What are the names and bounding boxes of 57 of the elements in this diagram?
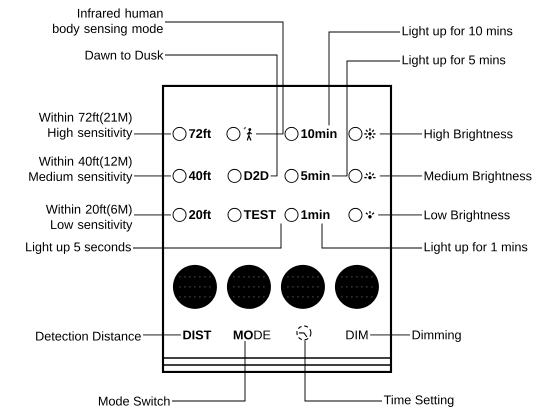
leader-line	[164, 54, 278, 176]
annotation: Infrared human body sensing mode	[52, 8, 163, 36]
button-label: DIST	[183, 330, 212, 340]
indicator-label: 20ft	[172, 208, 211, 222]
leader-line	[304, 340, 382, 402]
annotation: Mode Switch	[98, 396, 170, 406]
brightness-indicator	[368, 132, 372, 136]
leader-line	[134, 133, 172, 134]
button-label: MODE	[234, 330, 270, 340]
annotation: Low Brightness	[424, 210, 510, 222]
indicator-light	[348, 126, 362, 141]
leader-line	[164, 22, 284, 134]
annotation: High Brightness	[424, 129, 513, 141]
indicator-label: D2D	[228, 168, 268, 183]
push-button	[280, 264, 325, 309]
annotation: Light up for 10 mins	[402, 26, 512, 38]
leader-line	[132, 223, 282, 248]
annotation: Light up 5 seconds	[26, 242, 131, 254]
indicator-label: 10min	[284, 126, 336, 141]
annotation: Light up for 5 mins	[402, 55, 506, 67]
motion-indicator	[243, 126, 252, 142]
indicator-light	[348, 208, 362, 222]
annotation: Detection Distance	[36, 331, 141, 341]
push-button	[226, 264, 271, 309]
indicator-label: TEST	[228, 208, 276, 222]
indicator-label: 1min	[284, 208, 330, 222]
leader-line	[379, 175, 422, 176]
leader-line	[322, 223, 422, 248]
indicator-light	[348, 168, 362, 183]
push-button	[172, 264, 217, 309]
brightness-indicator	[368, 176, 372, 180]
annotation: Medium Brightness	[424, 171, 532, 183]
leader-line	[142, 334, 182, 336]
annotation: Within 72ft(21M) High sensitivity	[38, 112, 132, 140]
annotation: Dimming	[412, 330, 461, 342]
leader-line	[134, 175, 172, 176]
control-panel	[162, 84, 392, 374]
annotation: Within 40ft(12M) Medium sensitivity	[29, 156, 132, 184]
annotation: Light up for 1 mins	[424, 242, 528, 254]
indicator-label: 72ft	[172, 126, 211, 141]
leader-line	[379, 133, 422, 134]
leader-line	[134, 214, 172, 216]
leader-line	[328, 32, 400, 126]
leader-line	[331, 60, 400, 176]
indicator-label: 5min	[284, 168, 330, 183]
annotation: Within 20ft(6M) Low sensitivity	[46, 204, 132, 232]
leader-line	[172, 340, 246, 402]
leader-line	[370, 334, 410, 336]
button-label: DIM	[346, 330, 368, 340]
push-button	[334, 264, 379, 309]
indicator-label: 40ft	[172, 168, 211, 183]
leader-line	[378, 214, 422, 216]
annotation: Dawn to Dusk	[86, 50, 164, 60]
annotation: Time Setting	[384, 395, 454, 407]
indicator-light	[226, 126, 240, 141]
clock-icon	[296, 325, 312, 340]
brightness-indicator	[368, 214, 372, 218]
